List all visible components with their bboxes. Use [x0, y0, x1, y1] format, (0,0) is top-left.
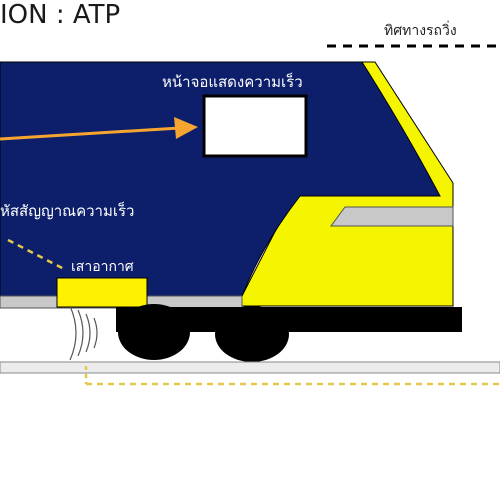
speed-display-label: หน้าจอแสดงความเร็ว [162, 73, 303, 91]
antenna-box [56, 277, 148, 308]
arrow-shaft [0, 126, 181, 141]
page-title: ION : ATP [0, 0, 121, 30]
rail [0, 361, 500, 374]
speed-display-screen [202, 94, 308, 158]
direction-label: ทิศทางรถวิ่ง [384, 23, 457, 39]
headlight-strip [330, 206, 454, 227]
coupler [440, 316, 462, 332]
train-body [0, 61, 441, 297]
antenna-label: เสาอากาศ [71, 259, 134, 275]
wheel-rear [118, 304, 190, 360]
speed-code-signal-label: หัสสัญญาณความเร็ว [0, 202, 135, 220]
wheel-front [215, 306, 289, 362]
arrow-head [174, 117, 198, 139]
signal-wave-icon [69, 305, 98, 361]
